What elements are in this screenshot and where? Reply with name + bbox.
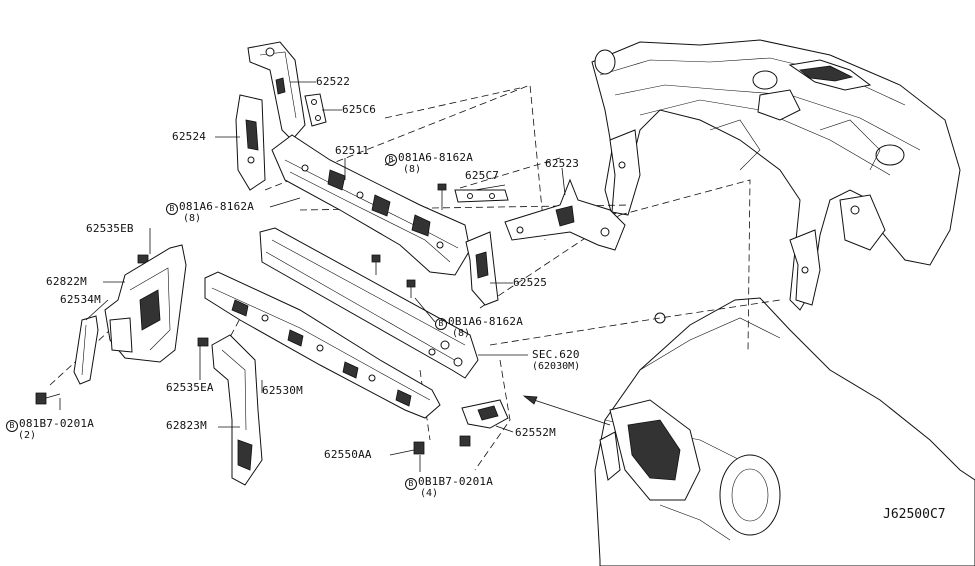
part-62524-drawing bbox=[235, 94, 266, 191]
label-62823M: 62823M bbox=[166, 419, 207, 432]
label-sec620-sub: (62030M) bbox=[532, 361, 581, 372]
bolt-b-symbol: B bbox=[405, 478, 417, 490]
part-62523-drawing bbox=[504, 178, 626, 251]
label-62535EB: 62535EB bbox=[86, 222, 134, 235]
part-62530M-drawing bbox=[204, 271, 441, 419]
bolt-b-symbol: B bbox=[385, 154, 397, 166]
label-62552M: 62552M bbox=[515, 426, 556, 439]
label-bolt-0B1B7-bottom-qty: (4) bbox=[420, 488, 439, 499]
reference-lines bbox=[49, 84, 781, 471]
part-62822M-drawing bbox=[104, 244, 187, 363]
part-62823M-drawing bbox=[211, 334, 263, 486]
label-62525: 62525 bbox=[513, 276, 548, 289]
label-62511: 62511 bbox=[335, 144, 370, 157]
leader-lines bbox=[59, 81, 566, 472]
bolt-part-number: 081A6-8162A bbox=[179, 200, 255, 213]
part-625C7-drawing bbox=[454, 189, 509, 203]
part-62534M-drawing bbox=[73, 315, 99, 385]
label-bolt-081A6-left-qty: (8) bbox=[183, 213, 202, 224]
label-sec620: SEC.620 bbox=[532, 348, 580, 361]
label-62522: 62522 bbox=[316, 75, 351, 88]
reinforcement-beam-drawing bbox=[259, 227, 479, 379]
bolt-part-number: 081B7-0201A bbox=[19, 417, 95, 430]
label-62550AA: 62550AA bbox=[324, 448, 372, 461]
part-62511-drawing bbox=[271, 134, 471, 276]
bolt-part-number: 0B1A6-8162A bbox=[448, 315, 524, 328]
label-bolt-081B7-left-qty: (2) bbox=[18, 430, 37, 441]
label-625C6: 625C6 bbox=[342, 103, 377, 116]
label-62530M: 62530M bbox=[262, 384, 303, 397]
location-arrow bbox=[522, 395, 611, 426]
part-62525-drawing bbox=[465, 231, 499, 306]
bolt-part-number: 081A6-8162A bbox=[398, 151, 474, 164]
label-62534M: 62534M bbox=[60, 293, 101, 306]
label-625C7: 625C7 bbox=[465, 169, 500, 182]
part-625C6-drawing bbox=[304, 93, 327, 127]
bolt-b-symbol: B bbox=[166, 203, 178, 215]
label-bolt-081A6-top-qty: (8) bbox=[403, 164, 422, 175]
label-62523: 62523 bbox=[545, 157, 580, 170]
body-frame-drawing bbox=[591, 39, 961, 311]
label-bolt-0B1A6-mid-qty: (8) bbox=[452, 328, 471, 339]
bolt-b-symbol: B bbox=[6, 420, 18, 432]
label-62535EA: 62535EA bbox=[166, 381, 214, 394]
part-62552M-drawing bbox=[461, 399, 509, 429]
label-62822M: 62822M bbox=[46, 275, 87, 288]
bolts-drawing bbox=[35, 183, 471, 455]
label-62524: 62524 bbox=[172, 130, 207, 143]
bolt-b-symbol: B bbox=[435, 318, 447, 330]
vehicle-silhouette-drawing bbox=[594, 297, 975, 566]
bolt-part-number: 0B1B7-0201A bbox=[418, 475, 494, 488]
diagram-reference-code: J62500C7 bbox=[883, 507, 946, 522]
